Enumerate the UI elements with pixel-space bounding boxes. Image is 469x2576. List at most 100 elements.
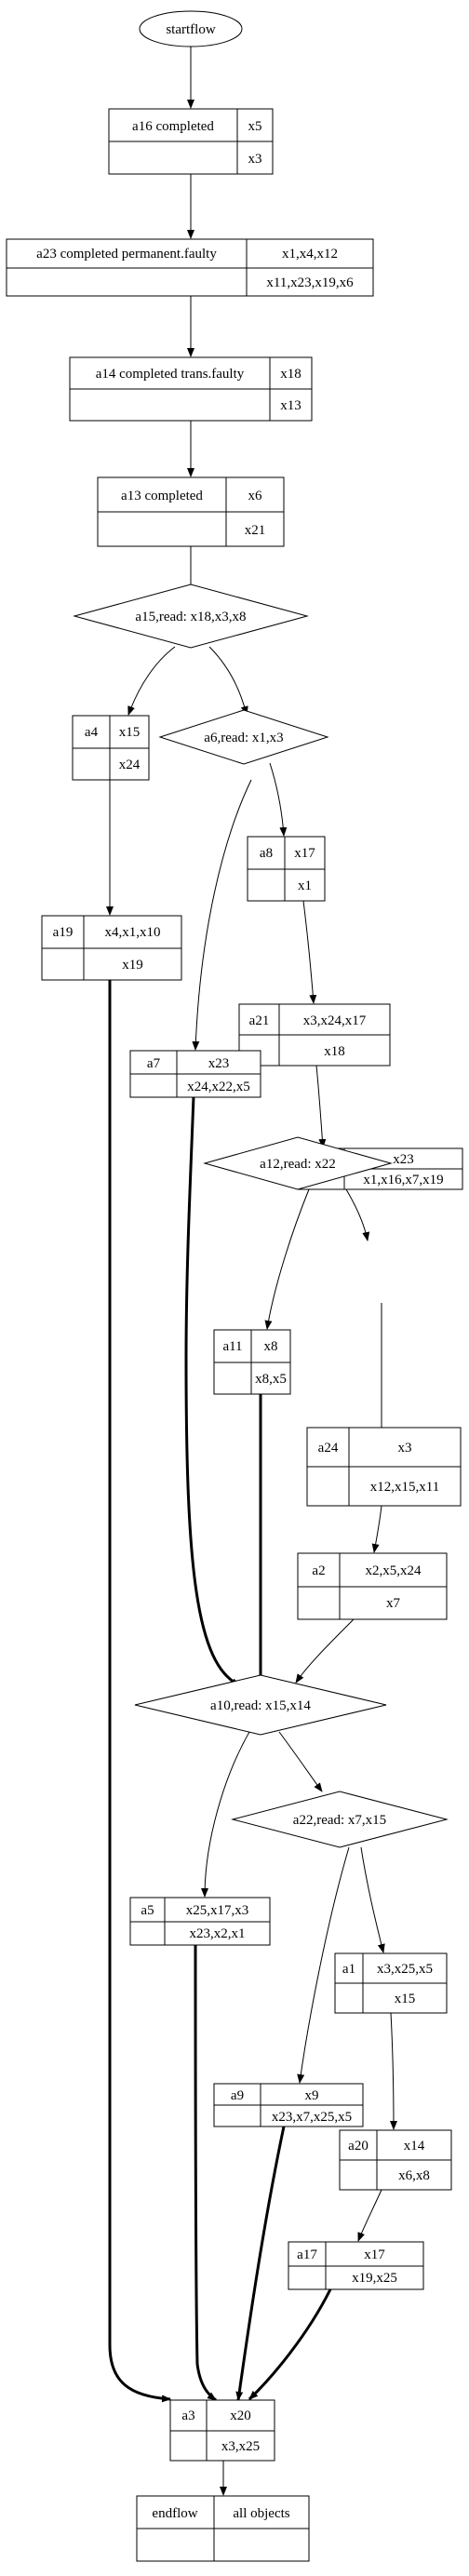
edge <box>248 2288 332 2401</box>
task-bottom-vars: x21 <box>245 523 266 538</box>
end-node: endflow all objects <box>136 2495 310 2562</box>
edge <box>127 646 176 716</box>
task-node: a14 completed trans.faulty x18 x13 <box>69 356 313 422</box>
task-node: a17 x17 x19,x25 <box>288 2241 424 2290</box>
decision-nodes: a15,read: x18,x3,x8 a6,read: x1,x3 a12,rea… <box>73 584 449 1848</box>
task-bottom-vars: x15 <box>395 1992 416 2006</box>
task-node: a5 x25,x17,x3 x23,x2,x1 <box>129 1897 271 1946</box>
task-top-vars: x17 <box>364 2247 385 2262</box>
task-node: a23 completed permanent.faulty x1,x4,x12 x… <box>6 238 374 297</box>
task-nodes: a16 completed x5 x3 a23 completed permanent… <box>6 108 463 2462</box>
task-top-vars: x8 <box>264 1339 278 1354</box>
task-bottom-vars: x19,x25 <box>352 2271 397 2286</box>
edge <box>315 1065 327 1148</box>
task-name: a13 completed <box>121 489 203 503</box>
task-name: a17 <box>297 2247 317 2262</box>
task-top-vars: x15 <box>119 725 141 740</box>
task-node: a4 x15 x24 <box>72 715 150 781</box>
decision-label: a22,read: x7,x15 <box>293 1813 386 1828</box>
edge <box>192 779 252 1051</box>
task-top-vars: x9 <box>305 2088 319 2103</box>
task-name: a7 <box>147 1056 161 1071</box>
task-bottom-vars: x18 <box>324 1044 345 1059</box>
edges <box>106 47 397 2496</box>
task-top-vars: x20 <box>230 2408 251 2423</box>
task-name: a19 <box>53 925 74 940</box>
edge <box>194 1944 217 2402</box>
task-node: a24 x3 x12,x15,x11 <box>306 1427 462 1507</box>
edge <box>108 980 171 2403</box>
task-name: a16 completed <box>132 119 214 134</box>
task-name: a24 <box>318 1441 339 1456</box>
task-bottom-vars: x24,x22,x5 <box>187 1080 250 1094</box>
task-name: a11 <box>222 1339 242 1354</box>
task-top-vars: x25,x17,x3 <box>186 1903 249 1918</box>
task-name: a23 completed permanent.faulty <box>36 247 217 262</box>
task-top-vars: x18 <box>280 367 302 382</box>
edge <box>389 2012 397 2130</box>
edge <box>235 2126 286 2401</box>
task-top-vars: x17 <box>294 846 315 861</box>
task-bottom-vars: x3,x25 <box>221 2439 260 2454</box>
task-top-vars: x23 <box>393 1152 414 1167</box>
task-node: a8 x17 x1 <box>247 836 326 902</box>
task-name: a14 completed trans.faulty <box>96 367 245 382</box>
edge <box>295 1618 355 1684</box>
task-bottom-vars: x1,x16,x7,x19 <box>363 1173 443 1187</box>
decision-node: a12,read: x22 <box>203 1136 393 1190</box>
task-name: a3 <box>181 2408 194 2423</box>
task-bottom-vars: x23,x7,x25,x5 <box>272 2110 352 2125</box>
task-bottom-vars: x11,x23,x19,x6 <box>266 275 354 290</box>
end-objects: all objects <box>233 2506 289 2521</box>
task-top-vars: x3 <box>398 1441 412 1456</box>
task-node: a20 x14 x6,x8 <box>339 2129 452 2191</box>
decision-node: a10,read: x15,x14 <box>134 1674 387 1736</box>
decision-label: a10,read: x15,x14 <box>210 1698 311 1713</box>
task-bottom-vars: x3 <box>248 152 262 167</box>
task-top-vars: x6 <box>248 489 263 503</box>
decision-label: a6,read: x1,x3 <box>204 731 283 745</box>
task-bottom-vars: x1 <box>298 879 312 893</box>
task-bottom-vars: x19 <box>122 958 143 973</box>
decision-node: a6,read: x1,x3 <box>158 709 329 765</box>
edge <box>302 900 317 1004</box>
task-bottom-vars: x13 <box>280 398 302 413</box>
task-bottom-vars: x12,x15,x11 <box>370 1480 439 1495</box>
task-top-vars: x2,x5,x24 <box>366 1563 422 1578</box>
task-top-vars: x14 <box>404 2139 425 2153</box>
end-label: endflow <box>152 2506 197 2521</box>
task-bottom-vars: x24 <box>119 758 141 772</box>
edge <box>357 2189 382 2242</box>
task-bottom-vars: x23,x2,x1 <box>190 1926 246 1941</box>
task-name: a1 <box>342 1962 355 1977</box>
task-top-vars: x1,x4,x12 <box>282 247 338 262</box>
edge <box>201 1731 250 1898</box>
task-top-vars: x3,x25,x5 <box>377 1962 433 1977</box>
task-name: a4 <box>85 725 99 740</box>
task-node: a16 completed x5 x3 <box>108 108 274 175</box>
start-label: startflow <box>166 22 215 37</box>
decision-node: a22,read: x7,x15 <box>231 1791 449 1848</box>
decision-label: a12,read: x22 <box>260 1157 336 1172</box>
task-name: a8 <box>260 846 273 861</box>
task-top-vars: x4,x1,x10 <box>105 925 161 940</box>
decision-label: a15,read: x18,x3,x8 <box>135 610 246 624</box>
task-bottom-vars: x7 <box>386 1596 401 1611</box>
task-node: a13 completed x6 x21 <box>97 476 285 547</box>
edge <box>264 1188 310 1330</box>
task-top-vars: x23 <box>208 1056 230 1071</box>
edge <box>371 1505 382 1553</box>
task-node: a7 x23 x24,x22,x5 <box>129 1050 261 1098</box>
task-bottom-vars: x8,x5 <box>255 1372 287 1387</box>
task-node: a11 x8 x8,x5 <box>213 1329 291 1395</box>
task-top-vars: x5 <box>248 119 262 134</box>
edge <box>345 1188 370 1241</box>
task-bottom-vars: x6,x8 <box>398 2168 430 2183</box>
task-name: a20 <box>348 2139 368 2153</box>
task-name: a5 <box>141 1903 154 1918</box>
edge <box>184 1095 241 1687</box>
